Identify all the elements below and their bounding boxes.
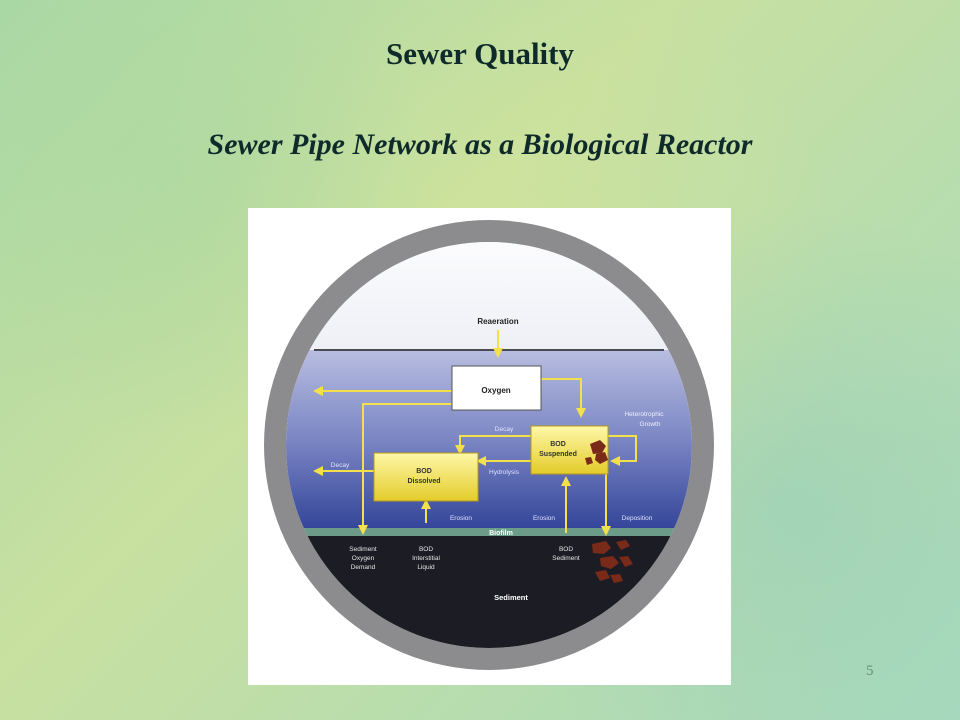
sediment-oxygen-demand-line3: Demand — [351, 564, 376, 571]
slide-subtitle: Sewer Pipe Network as a Biological React… — [207, 128, 753, 161]
hydrolysis-label: Hydrolysis — [489, 469, 520, 476]
bod-dissolved-label-line2: Dissolved — [407, 478, 440, 485]
decay-top-arrow — [455, 435, 531, 455]
erosion-left-label: Erosion — [450, 515, 472, 522]
decay-left-label: Decay — [331, 462, 350, 469]
oxygen-box — [451, 365, 542, 411]
suspended-particles — [585, 440, 608, 465]
biofilm-layer — [286, 528, 692, 536]
erosion-right-label: Erosion — [533, 515, 555, 522]
growth-label: Growth — [640, 421, 661, 428]
biofilm-label: Biofilm — [489, 530, 513, 537]
sediment-oxygen-demand-arrow — [358, 403, 452, 535]
sewer-reactor-figure: Reaeration Oxygen Heterotrophic Growth B… — [248, 208, 731, 685]
reaeration-label: Reaeration — [477, 317, 518, 326]
bod-suspended-label-line2: Suspended — [539, 451, 577, 458]
decay-top-label: Decay — [495, 426, 514, 433]
sediment-oxygen-demand-line1: Sediment — [349, 546, 377, 553]
bod-suspended-label-line1: BOD — [550, 441, 566, 448]
sediment-oxygen-demand-line2: Oxygen — [352, 555, 375, 562]
bod-dissolved-label-line1: BOD — [416, 468, 432, 475]
slide-title: Sewer Quality — [386, 36, 574, 71]
heterotrophic-growth-loop — [608, 435, 637, 466]
deposition-label: Deposition — [622, 515, 653, 522]
bod-sediment-line1: BOD — [559, 546, 573, 553]
heterotrophic-label: Heterotrophic — [624, 411, 664, 418]
bod-sediment-line2: Sediment — [552, 555, 580, 562]
bod-interstitial-line3: Liquid — [417, 564, 435, 571]
oxygen-to-suspended-arrow — [541, 378, 586, 418]
page-number: 5 — [866, 663, 874, 679]
bod-dissolved-box — [373, 452, 479, 502]
sediment-label: Sediment — [494, 593, 528, 602]
bod-interstitial-line2: Interstitial — [412, 555, 440, 562]
sewer-pipe-diagram: Reaeration Oxygen Heterotrophic Growth B… — [264, 220, 714, 670]
bod-interstitial-line1: BOD — [419, 546, 433, 553]
oxygen-label: Oxygen — [481, 386, 510, 395]
sediment-particles — [592, 540, 633, 583]
